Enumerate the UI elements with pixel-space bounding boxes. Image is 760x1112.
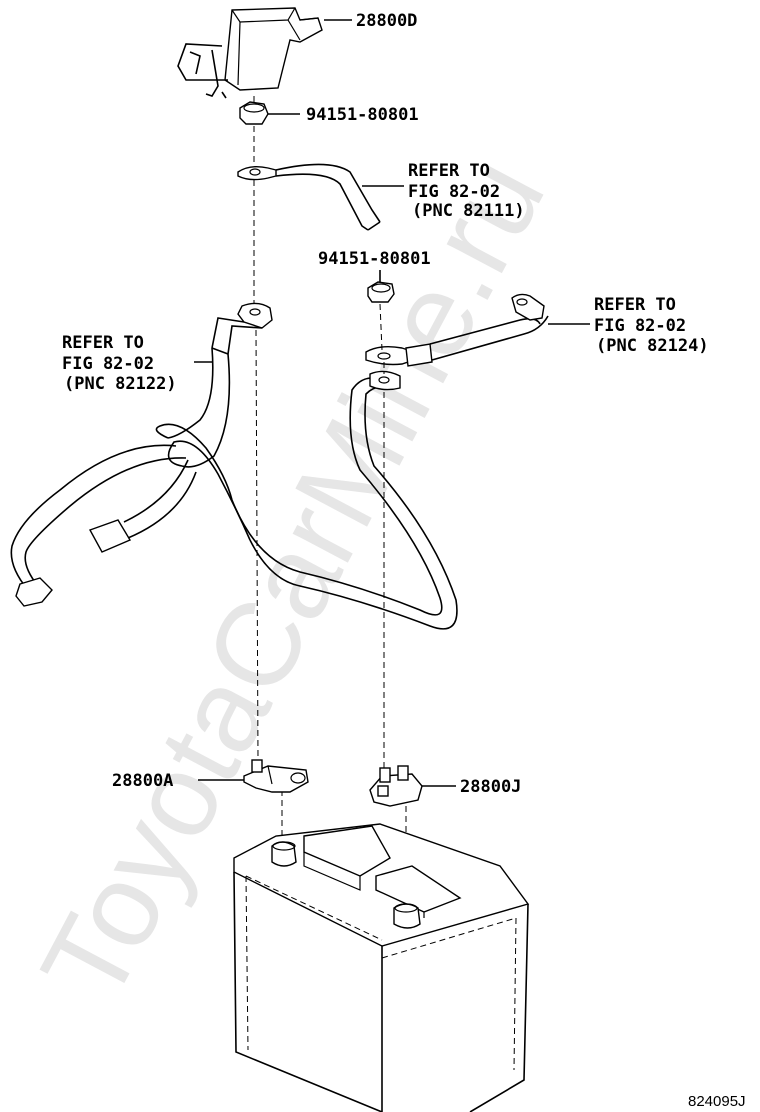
ref-82111-line2: FIG 82-02: [408, 182, 500, 202]
negative-terminal-clamp: [369, 765, 423, 807]
ref-82124-line3: (PNC 82124): [596, 336, 709, 356]
nut-upper: [239, 101, 269, 125]
nut-middle: [367, 281, 395, 303]
part-label-nut-middle: 94151-80801: [318, 249, 431, 269]
battery-terminal-cover: [177, 7, 323, 99]
part-label-nut-upper: 94151-80801: [306, 105, 419, 125]
right-battery-cable: [365, 293, 549, 367]
ref-82124-line2: FIG 82-02: [594, 316, 686, 336]
figure-code: 824095J: [688, 1093, 746, 1110]
ref-82122-line1: REFER TO: [62, 333, 144, 353]
battery: [233, 823, 530, 1112]
part-label-28800j: 28800J: [460, 777, 521, 797]
part-label-28800a: 28800A: [112, 771, 173, 791]
ref-82122-line3: (PNC 82122): [64, 374, 177, 394]
ref-82111-line3: (PNC 82111): [412, 201, 525, 221]
main-battery-harness: [10, 302, 458, 630]
ref-82124-line1: REFER TO: [594, 295, 676, 315]
upper-battery-cable: [237, 163, 381, 231]
part-label-28800d: 28800D: [356, 11, 417, 31]
ref-82111-line1: REFER TO: [408, 161, 490, 181]
positive-terminal-clamp: [243, 759, 309, 793]
ref-82122-line2: FIG 82-02: [62, 354, 154, 374]
